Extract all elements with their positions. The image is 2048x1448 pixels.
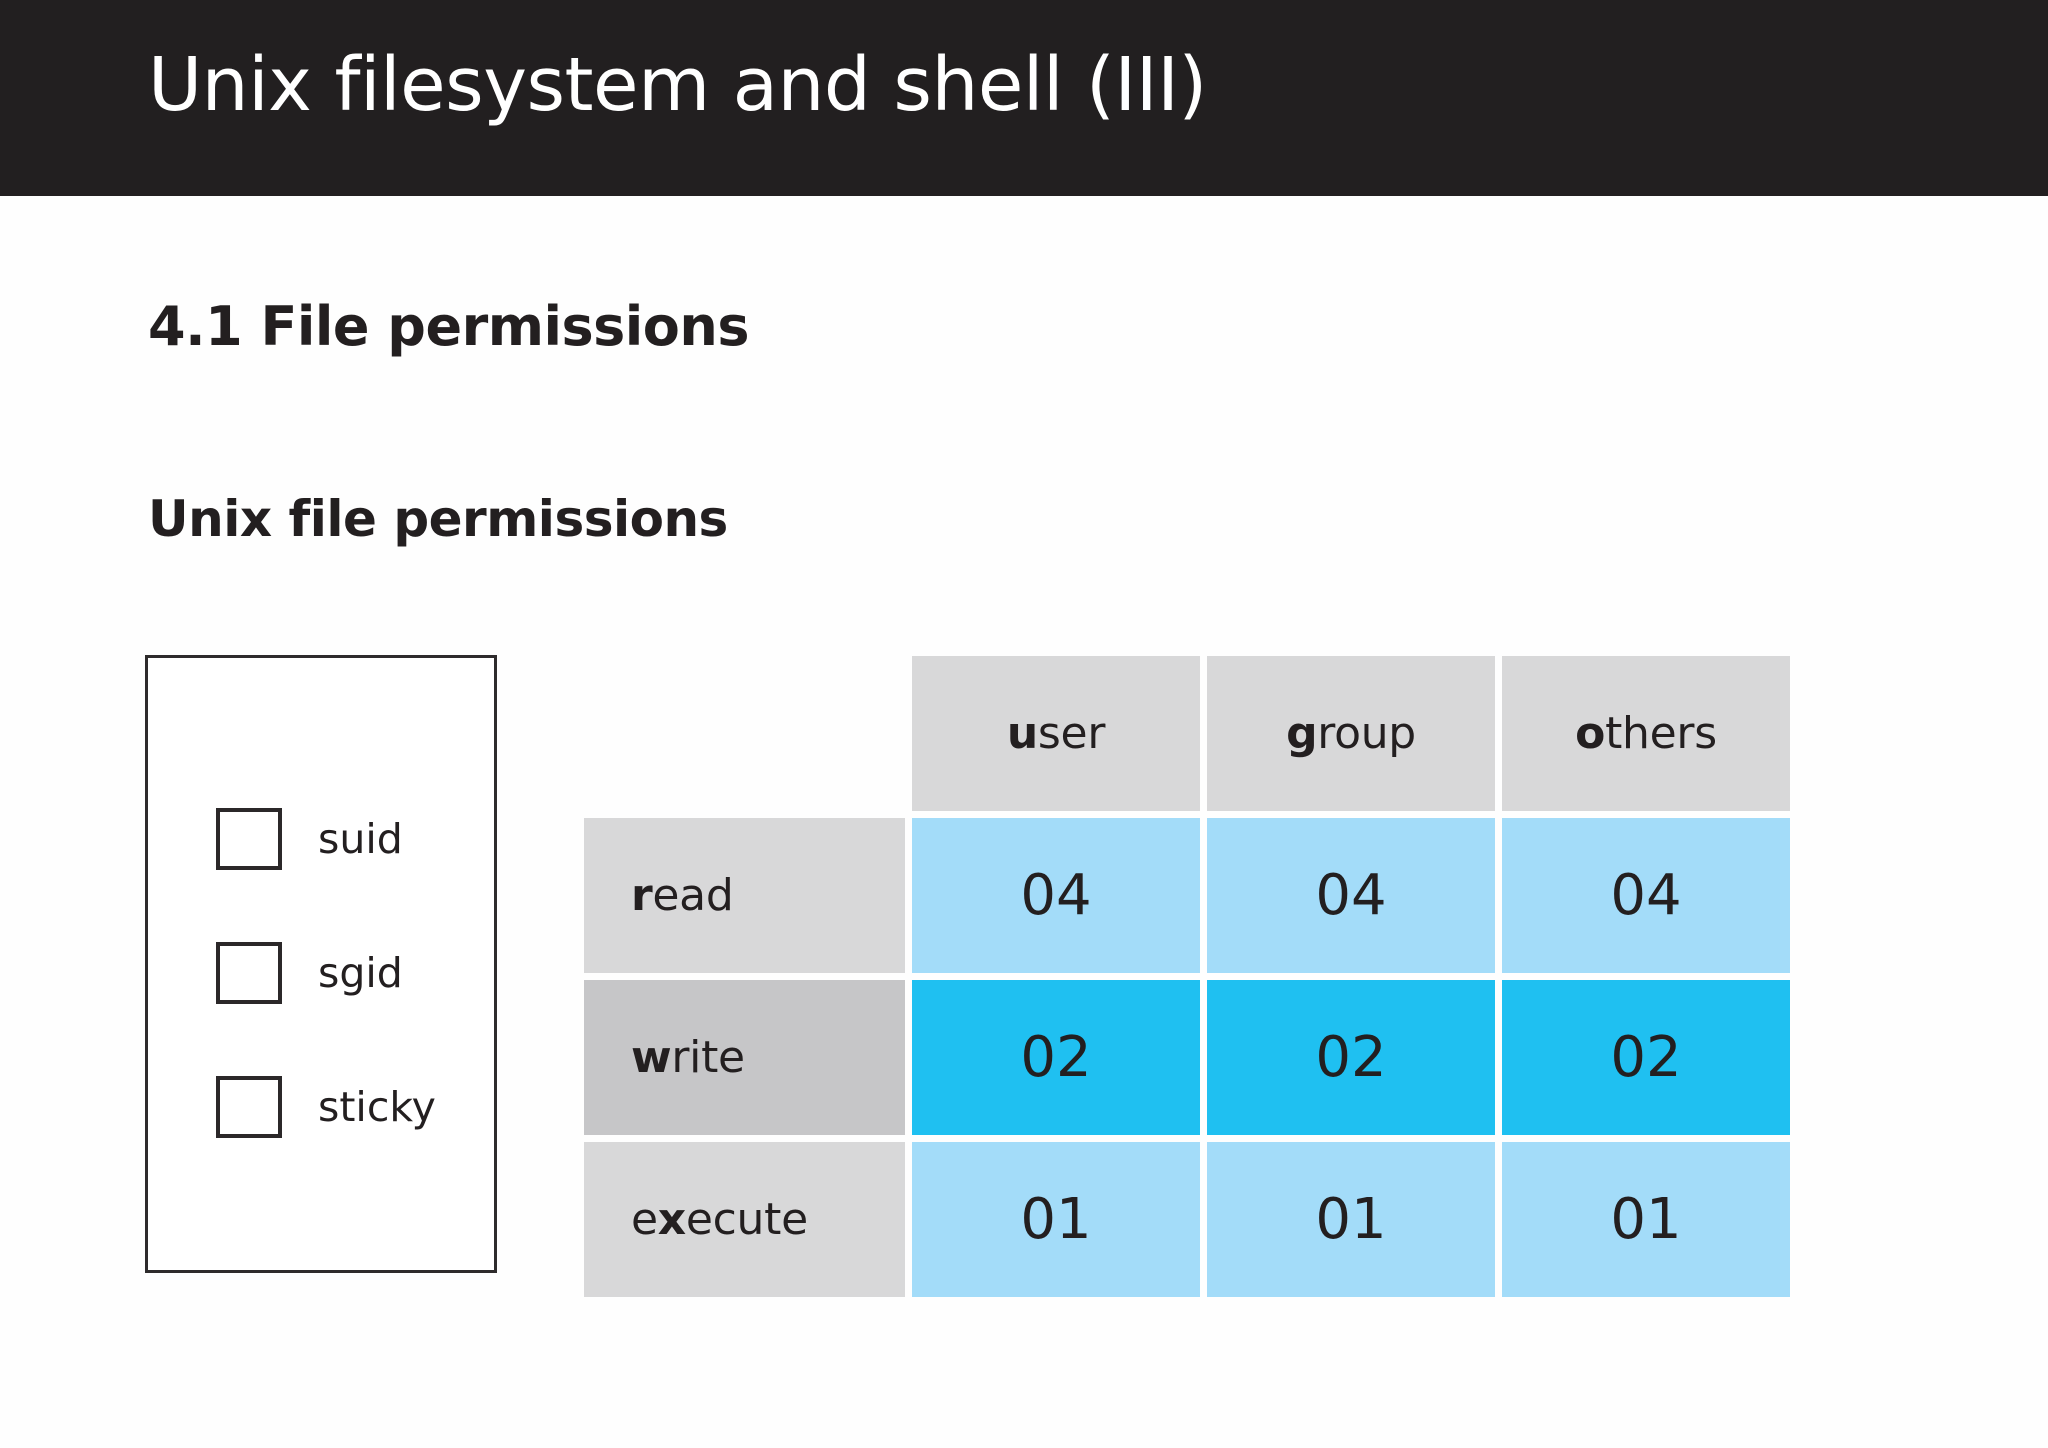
special-bits-list: suid sgid sticky bbox=[216, 804, 486, 1142]
cell-execute-others: 01 bbox=[1502, 1142, 1790, 1297]
checkbox-sticky[interactable] bbox=[216, 1076, 282, 1138]
cell-execute-user: 01 bbox=[912, 1142, 1200, 1297]
cell-read-user: 04 bbox=[912, 818, 1200, 973]
title-bar: Unix filesystem and shell (III) bbox=[0, 0, 2048, 196]
row-header-write-rest: rite bbox=[671, 1031, 745, 1083]
checkbox-sgid[interactable] bbox=[216, 942, 282, 1004]
page-title: Unix filesystem and shell (III) bbox=[148, 42, 1207, 128]
cell-execute-group: 01 bbox=[1207, 1142, 1495, 1297]
special-bits-panel: suid sgid sticky bbox=[145, 655, 497, 1273]
column-header-others-bold-letter: o bbox=[1575, 707, 1606, 759]
cell-read-others: 04 bbox=[1502, 818, 1790, 973]
column-header-user-bold-letter: u bbox=[1006, 707, 1038, 759]
cell-write-user: 02 bbox=[912, 980, 1200, 1135]
column-header-others-rest: thers bbox=[1605, 707, 1717, 759]
row-header-execute-rest: ecute bbox=[685, 1193, 808, 1245]
cell-write-others: 02 bbox=[1502, 980, 1790, 1135]
cell-write-group: 02 bbox=[1207, 980, 1495, 1135]
sub-heading: Unix file permissions bbox=[148, 490, 728, 548]
checkbox-label-sticky: sticky bbox=[318, 1083, 436, 1131]
row-header-execute-prefix: e bbox=[631, 1193, 658, 1245]
list-item[interactable]: sticky bbox=[216, 1072, 486, 1142]
row-header-read-rest: ead bbox=[652, 869, 734, 921]
row-header-read-bold-letter: r bbox=[631, 869, 653, 921]
checkbox-label-sgid: sgid bbox=[318, 949, 403, 997]
row-header-write-bold-letter: w bbox=[631, 1031, 672, 1083]
table-corner-cell bbox=[584, 656, 905, 811]
column-header-group-bold-letter: g bbox=[1286, 707, 1318, 759]
row-header-execute-bold-letter: x bbox=[657, 1193, 686, 1245]
list-item[interactable]: suid bbox=[216, 804, 486, 874]
column-header-group-rest: roup bbox=[1317, 707, 1416, 759]
list-item[interactable]: sgid bbox=[216, 938, 486, 1008]
section-heading: 4.1 File permissions bbox=[148, 295, 749, 358]
column-header-user-rest: ser bbox=[1037, 707, 1106, 759]
checkbox-suid[interactable] bbox=[216, 808, 282, 870]
checkbox-label-suid: suid bbox=[318, 815, 403, 863]
cell-read-group: 04 bbox=[1207, 818, 1495, 973]
